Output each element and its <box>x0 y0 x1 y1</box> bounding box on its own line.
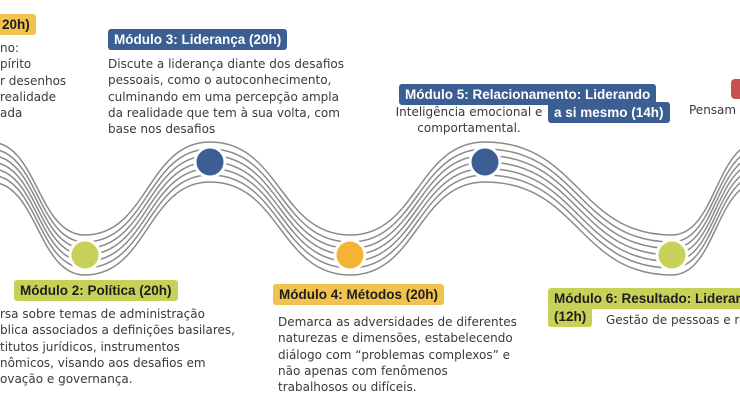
wave-line-1 <box>0 141 740 236</box>
node-module-4 <box>333 238 367 272</box>
module-7-label-fragment <box>731 79 740 99</box>
module-6-label-line1: Módulo 6: Resultado: Lideranç <box>548 288 740 309</box>
module-2-description: rsa sobre temas de administração blica a… <box>0 307 235 387</box>
module-4-description: Demarca as adversidades de diferentes na… <box>278 315 517 395</box>
module-5-label-line1: Módulo 5: Relacionamento: Liderando <box>399 84 657 105</box>
wave-line-2 <box>0 148 740 243</box>
wave-line-6 <box>0 174 740 269</box>
wave-line-5 <box>0 167 740 263</box>
module-7-description: Pensam <box>689 103 737 117</box>
node-module-3 <box>193 145 227 179</box>
wave-line-4 <box>0 161 740 256</box>
module-5-description: Inteligência emocional e comportamental. <box>395 105 543 136</box>
module-2-label: Módulo 2: Política (20h) <box>14 280 178 301</box>
module-4-label: Módulo 4: Métodos (20h) <box>273 284 444 305</box>
module-5-label-line2: a si mesmo (14h) <box>548 102 670 123</box>
wave-line-7 <box>0 181 740 276</box>
wave-line-3 <box>0 154 740 250</box>
module-3-description: Discute a liderança diante dos desafios … <box>108 57 345 137</box>
wave-lines <box>0 141 740 276</box>
module-6-label-line2: (12h) <box>548 306 593 327</box>
node-module-5 <box>468 145 502 179</box>
module-1-description: no: pírito r desenhos realidade ada <box>0 41 67 121</box>
module-1-label: 20h) <box>0 14 36 35</box>
module-6-description: Gestão de pessoas e r <box>606 313 740 327</box>
node-module-6 <box>655 238 689 272</box>
node-module-2 <box>68 238 102 272</box>
module-3-label: Módulo 3: Liderança (20h) <box>108 29 288 50</box>
